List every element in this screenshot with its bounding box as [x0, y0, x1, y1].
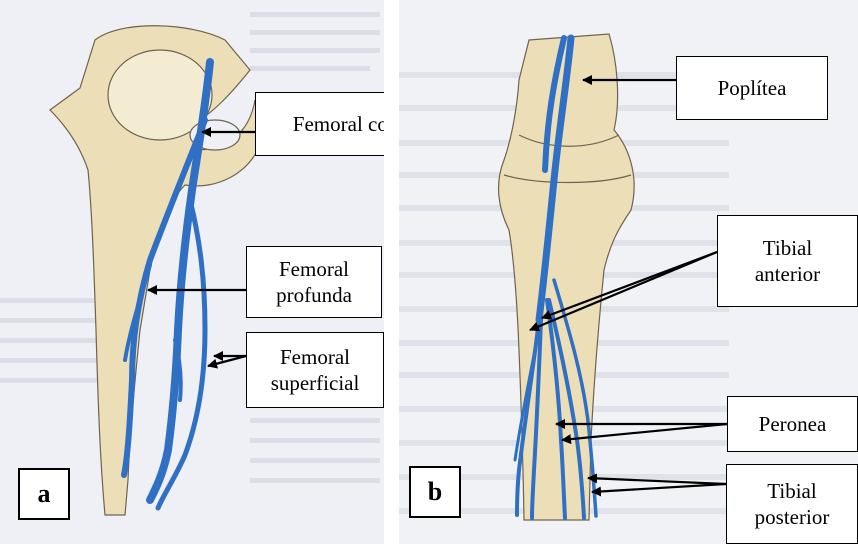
label-femoral-superficial: Femoral superficial: [246, 332, 384, 408]
label-femoral-superficial-line2: superficial: [271, 370, 360, 396]
femur-bone: [50, 26, 262, 515]
label-femoral-comun: Femoral común: [255, 92, 384, 156]
label-poplitea: Poplítea: [676, 56, 828, 120]
label-femoral-superficial-line1: Femoral: [280, 344, 350, 370]
panel-letter-b-text: b: [428, 477, 442, 507]
label-peronea: Peronea: [727, 396, 858, 452]
label-tibial-posterior: Tibial posterior: [726, 464, 858, 544]
label-tibial-anterior-line2: anterior: [755, 261, 820, 287]
panel-letter-b: b: [409, 466, 461, 518]
panel-a: Femoral común Femoral profunda Femoral s…: [0, 0, 384, 544]
panel-letter-a-text: a: [38, 479, 51, 509]
panel-letter-a: a: [18, 468, 70, 520]
label-poplitea-text: Poplítea: [718, 75, 787, 101]
label-femoral-profunda-line2: profunda: [276, 282, 352, 308]
label-tibial-posterior-line2: posterior: [755, 504, 830, 530]
label-femoral-profunda-line1: Femoral: [279, 256, 349, 282]
label-tibial-anterior-line1: Tibial: [763, 235, 812, 261]
label-tibial-posterior-line1: Tibial: [767, 478, 816, 504]
panel-b: Poplítea Tibial anterior Peronea Tibial …: [399, 0, 858, 544]
label-tibial-anterior: Tibial anterior: [717, 215, 858, 307]
label-femoral-comun-text: Femoral común: [293, 111, 384, 137]
label-peronea-text: Peronea: [759, 411, 827, 437]
label-femoral-profunda: Femoral profunda: [246, 246, 382, 318]
